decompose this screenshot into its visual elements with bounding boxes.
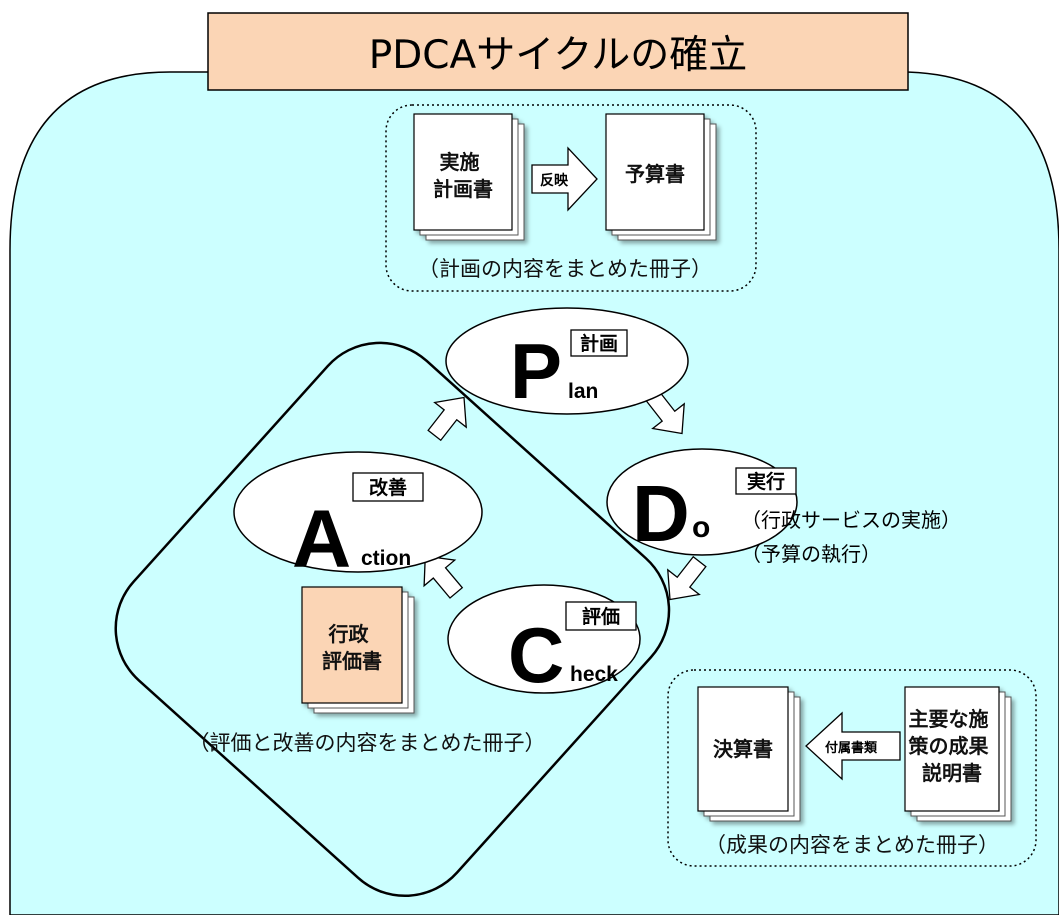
evaluation-document-label: 行政 評価書 bbox=[322, 622, 382, 673]
attachment-arrow-label: 付属書類 bbox=[825, 740, 878, 756]
settlement-document bbox=[697, 686, 801, 822]
check-node: C heck 評価 bbox=[447, 584, 641, 699]
do-note-budget: （予算の執行） bbox=[741, 542, 881, 566]
arrow-do-to-check bbox=[667, 555, 707, 601]
do-node: D o 実行 （行政サービスの実施） （予算の執行） bbox=[606, 448, 961, 566]
cycle-arrows bbox=[423, 389, 707, 601]
check-word: heck bbox=[570, 663, 618, 686]
page-title: PDCAサイクルの確立 bbox=[369, 33, 748, 78]
arrow-action-to-plan bbox=[427, 396, 467, 442]
check-letter: C bbox=[508, 611, 564, 699]
plan-word: lan bbox=[568, 380, 598, 403]
action-tag: 改善 bbox=[369, 476, 407, 499]
background-panel bbox=[9, 71, 1059, 915]
reflect-arrow: 反映 bbox=[531, 146, 598, 212]
policy-results-label: 主要な施 策の成果 説明書 bbox=[909, 707, 996, 785]
plan-tag: 計画 bbox=[580, 332, 618, 355]
do-note-service: （行政サービスの実施） bbox=[741, 508, 961, 532]
evaluation-loop bbox=[114, 341, 671, 898]
plan-group-frame bbox=[385, 104, 757, 292]
do-letter: D bbox=[632, 469, 690, 558]
settlement-document-label: 決算書 bbox=[713, 737, 773, 761]
action-word: ction bbox=[361, 547, 411, 570]
attachment-arrow: 付属書類 bbox=[805, 711, 901, 781]
action-letter: A bbox=[292, 494, 351, 585]
reflect-arrow-label: 反映 bbox=[540, 172, 569, 189]
plan-group-caption: （計画の内容をまとめた冊子） bbox=[418, 257, 712, 281]
do-word: o bbox=[692, 511, 710, 544]
plan-documents-group: 実施 計画書 反映 予算書 （計画の内容をまとめた冊子） bbox=[385, 104, 757, 292]
arrow-check-to-action bbox=[423, 555, 464, 599]
administrative-evaluation-document: 行政 評価書 bbox=[301, 586, 415, 714]
policy-results-document bbox=[904, 686, 1012, 822]
evaluation-caption: （評価と改善の内容をまとめた冊子） bbox=[189, 731, 546, 755]
implementation-plan-label: 実施 計画書 bbox=[433, 150, 493, 201]
implementation-plan-document bbox=[413, 113, 525, 241]
budget-document bbox=[605, 113, 717, 241]
check-tag: 評価 bbox=[582, 605, 620, 628]
budget-document-label: 予算書 bbox=[625, 162, 685, 186]
plan-letter: P bbox=[510, 327, 562, 415]
results-documents-group: 決算書 付属書類 主要な施 策の成果 説明書 （成果の内容をまとめた冊子） bbox=[667, 669, 1037, 867]
results-group-caption: （成果の内容をまとめた冊子） bbox=[705, 833, 999, 857]
title-box: PDCAサイクルの確立 bbox=[207, 12, 909, 91]
do-tag: 実行 bbox=[747, 470, 785, 493]
action-node: A ction 改善 bbox=[233, 451, 483, 585]
plan-node: P lan 計画 bbox=[445, 307, 689, 415]
